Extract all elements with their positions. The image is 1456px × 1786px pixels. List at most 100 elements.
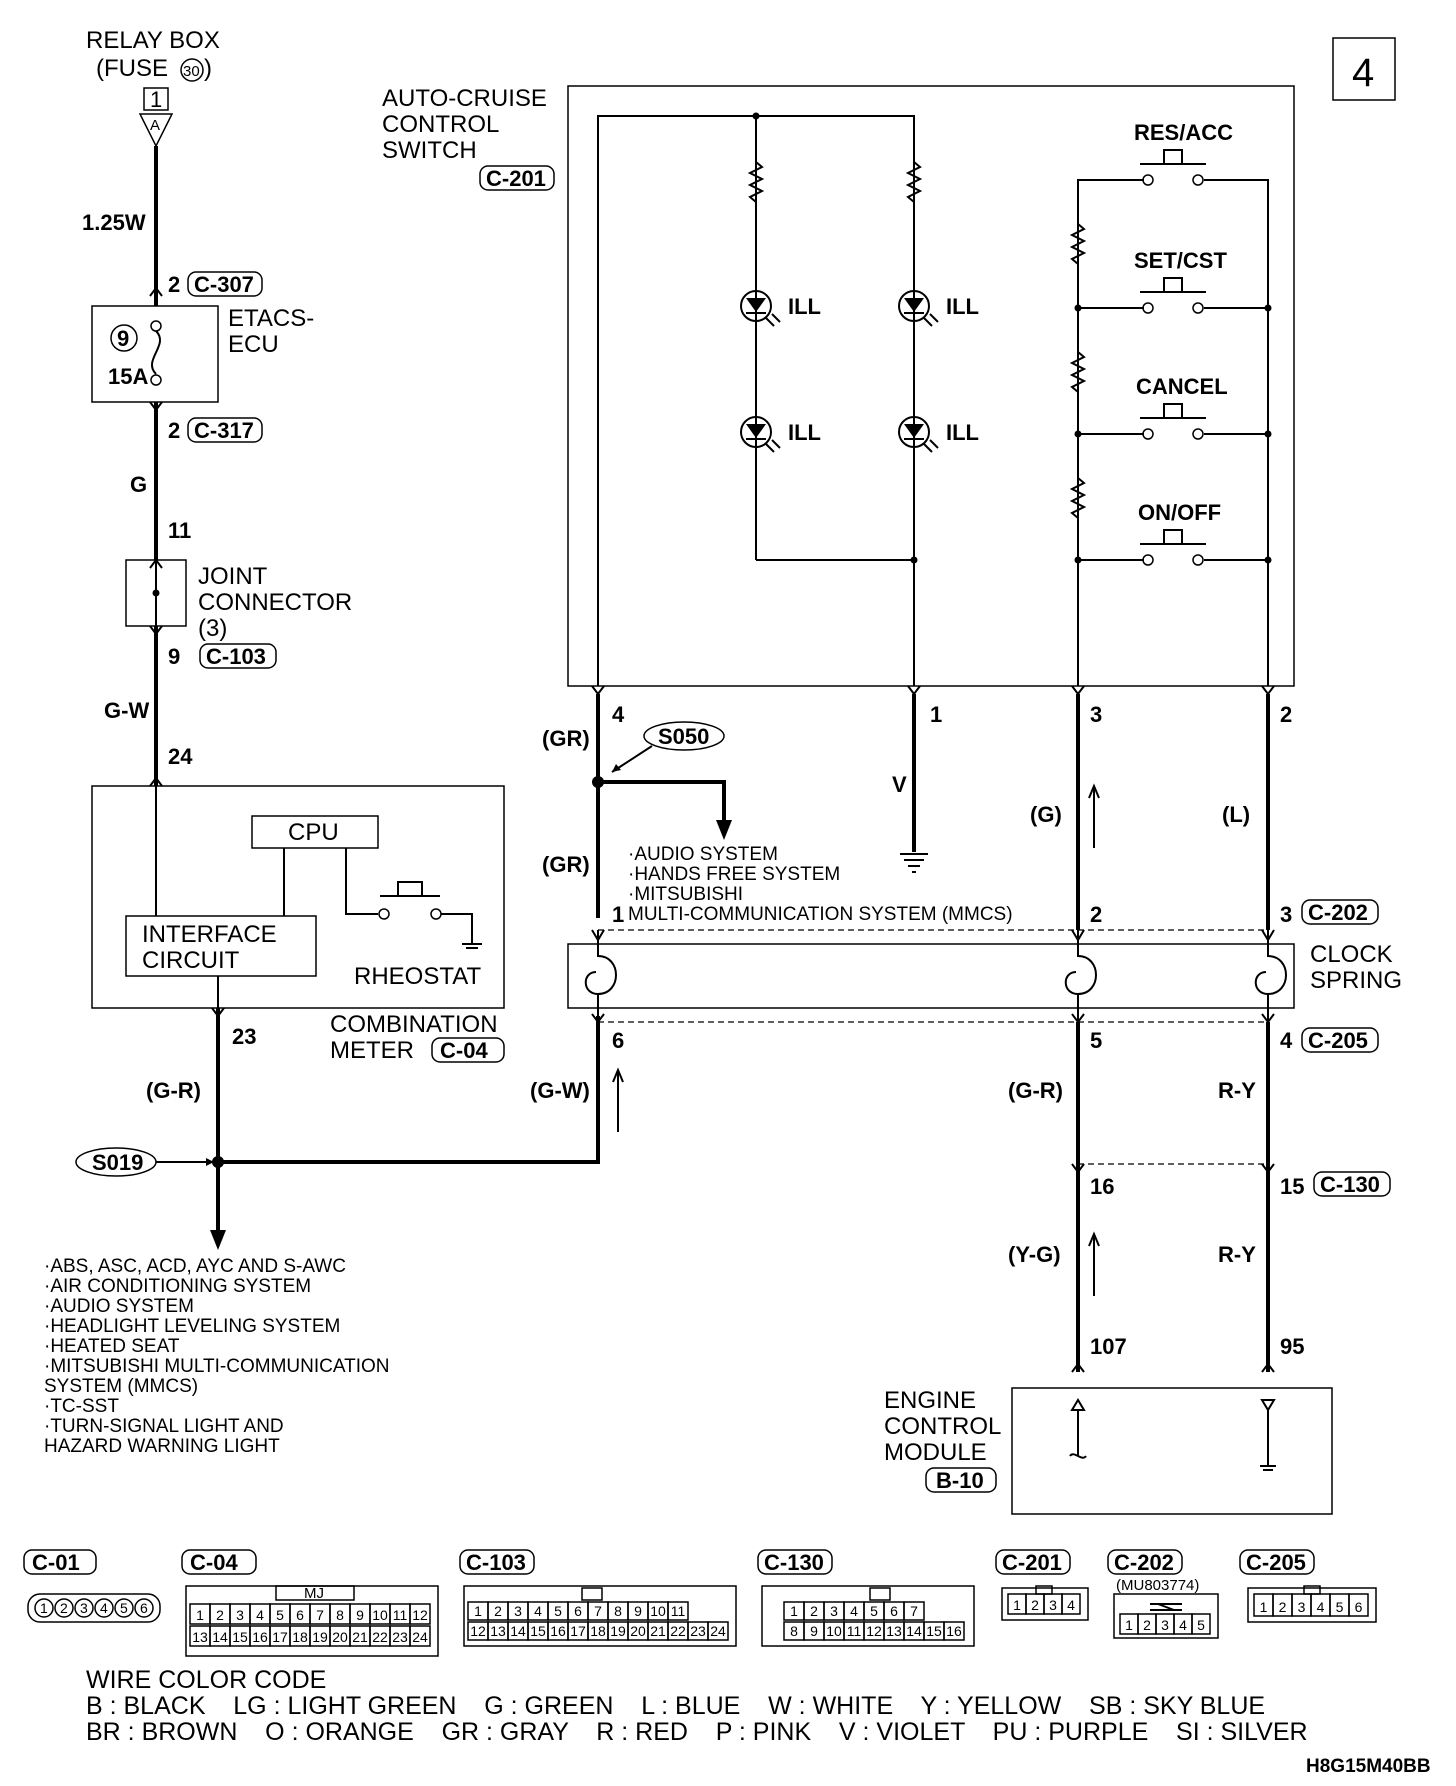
c130-pin: 16 — [946, 1623, 962, 1639]
c317-arrow — [149, 401, 163, 412]
relay-box-title: RELAY BOX — [86, 27, 220, 54]
c317-label: C-317 — [194, 418, 254, 443]
c01-pin-ring — [134, 1598, 154, 1618]
ecm-pin-107: 107 — [1090, 1334, 1127, 1359]
c130-tag — [1313, 1171, 1391, 1197]
ecm-box — [1011, 1387, 1333, 1515]
c130-pin: 5 — [870, 1603, 878, 1619]
c04-pin: 20 — [332, 1629, 348, 1645]
c202-key — [1150, 1603, 1182, 1611]
c130-arrow-r — [1261, 1163, 1275, 1174]
c04-pin: 10 — [372, 1607, 388, 1623]
rheostat-ground-wire — [441, 913, 473, 944]
gw2-current-arrow — [612, 1067, 624, 1132]
c01-label: C-01 — [32, 1550, 80, 1575]
c103-pin: 10 — [650, 1603, 666, 1619]
c103-pin: 8 — [614, 1603, 622, 1619]
set-contact-1 — [1142, 302, 1154, 314]
c130-pin: 11 — [847, 1623, 862, 1639]
c01-pin: 1 — [40, 1600, 48, 1616]
switch-cancel — [1074, 403, 1272, 440]
c130-key — [869, 1587, 891, 1601]
switch-on-off — [1074, 529, 1272, 566]
mid-list-1: ·HANDS FREE SYSTEM — [628, 864, 840, 885]
joint-label-2: CONNECTOR — [198, 589, 352, 616]
c307-tag — [187, 271, 263, 297]
ill-resistor-left — [747, 161, 765, 203]
c01-pin-ring — [114, 1598, 134, 1618]
etacs-fuse-number: 9 — [117, 326, 129, 351]
c205-pin: 6 — [1355, 1599, 1363, 1615]
switch-conn-label: C-201 — [486, 166, 546, 191]
c205-pin-5: 5 — [1090, 1028, 1102, 1053]
etacs-fuse-circle — [110, 324, 138, 352]
ecm-conn-label: B-10 — [936, 1468, 984, 1493]
c103-view-label: C-103 — [466, 1550, 526, 1575]
c04-pin: 2 — [216, 1607, 224, 1623]
wire-g-label: G — [130, 472, 147, 497]
c201-key — [1035, 1585, 1053, 1595]
c307-pin: 2 — [168, 272, 180, 297]
relay-connector-letter: A — [150, 117, 160, 134]
led-1-body — [740, 290, 772, 322]
c202-pin-3: 3 — [1280, 902, 1292, 927]
c201-pin: 4 — [1067, 1597, 1075, 1613]
onoff-contact-1 — [1142, 554, 1154, 566]
c205-pin: 5 — [1336, 1599, 1344, 1615]
c103-pin: 13 — [490, 1623, 506, 1639]
relay-terminal-number: 1 — [150, 87, 162, 112]
c201-pin: 2 — [1031, 1597, 1039, 1613]
cancel-node-r — [1264, 430, 1272, 438]
meter-conn-tag — [431, 1037, 505, 1063]
left-system-list: ·ABS, ASC, ACD, AYC AND S-AWC ·AIR CONDI… — [44, 1256, 390, 1457]
c205-pin-6: 6 — [612, 1028, 624, 1053]
ladder-resistor-2 — [1069, 351, 1087, 393]
c103-view-tag — [459, 1549, 535, 1575]
c103-pin: 23 — [690, 1623, 706, 1639]
switch-set-cst — [1074, 277, 1272, 314]
splice-s050-tag — [643, 721, 725, 751]
c103-pin: 21 — [650, 1623, 666, 1639]
c130-pin: 15 — [926, 1623, 942, 1639]
c202-pin-1: 1 — [612, 902, 624, 927]
wire-gr-right-label: (G-R) — [1008, 1078, 1063, 1103]
clock-spring-box — [567, 943, 1295, 1009]
legend-row-2: BR : BROWN O : ORANGE GR : GRAY R : RED … — [86, 1718, 1308, 1746]
set-contact-2 — [1192, 302, 1204, 314]
coil-3 — [1254, 930, 1287, 996]
onoff-contact-2 — [1192, 554, 1204, 566]
splice-s019: S019 — [92, 1150, 143, 1175]
c201-view-tag — [995, 1549, 1071, 1575]
wire-gr2-label: (GR) — [542, 852, 590, 877]
switch-name-3: SWITCH — [382, 137, 477, 164]
c01-tag — [23, 1549, 97, 1575]
etacs-fuse-term-top — [150, 320, 162, 332]
c04-pin: 8 — [336, 1607, 344, 1623]
c130-pin-cell — [943, 1621, 965, 1641]
c04-pin: 17 — [272, 1629, 288, 1645]
sw-pin2: 2 — [1280, 702, 1292, 727]
c205-key — [1303, 1585, 1321, 1595]
onoff-node-l — [1074, 556, 1082, 564]
c04-pin: 16 — [252, 1629, 268, 1645]
c04-pin: 3 — [236, 1607, 244, 1623]
c307-arrow — [149, 286, 163, 297]
c130-body — [761, 1585, 975, 1647]
c205-pin: 2 — [1279, 1599, 1287, 1615]
led-3-rays — [765, 439, 781, 453]
joint-label-1: JOINT — [198, 563, 268, 590]
wire-g-switch-label: (G) — [1030, 802, 1062, 827]
res-contact-2 — [1192, 174, 1204, 186]
c307-label: C-307 — [194, 272, 254, 297]
s019-pointer-head — [206, 1158, 214, 1166]
c202-pin: 1 — [1125, 1617, 1133, 1633]
cpu-label: CPU — [288, 819, 339, 846]
etacs-fuse-amp: 15A — [108, 364, 148, 389]
c205-pin: 1 — [1260, 1599, 1268, 1615]
cancel-contact-1 — [1142, 428, 1154, 440]
c103-pin-cell — [667, 1601, 689, 1621]
c205-label: C-205 — [1308, 1028, 1368, 1053]
c103-pin: 2 — [494, 1603, 502, 1619]
cancel-label: CANCEL — [1136, 374, 1228, 399]
